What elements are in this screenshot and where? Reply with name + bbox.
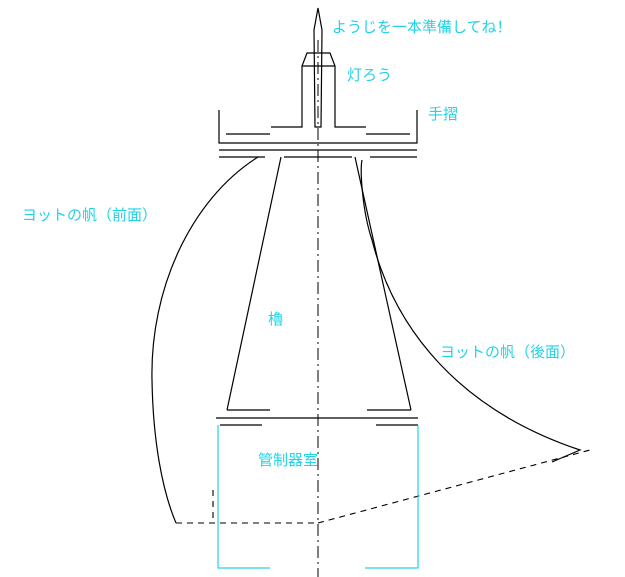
lantern-label: 灯ろう — [347, 66, 392, 84]
sail-back-label: ヨットの帆（後面） — [440, 343, 575, 361]
sail-front-label: ヨットの帆（前面） — [22, 206, 157, 224]
control-room-label: 管制器室 — [258, 451, 318, 469]
sail-front — [151, 156, 259, 524]
sail-back — [360, 159, 582, 463]
toothpick-spire — [313, 7, 323, 128]
control-room — [217, 425, 419, 569]
handrail — [218, 110, 418, 144]
lantern — [271, 52, 366, 128]
tower-body — [216, 156, 418, 426]
handrail-label: 手摺 — [428, 105, 458, 123]
toothpick-label: ようじを一本準備してね！ — [332, 18, 512, 36]
tower-label: 櫓 — [268, 310, 283, 328]
base-dashed — [176, 449, 591, 524]
